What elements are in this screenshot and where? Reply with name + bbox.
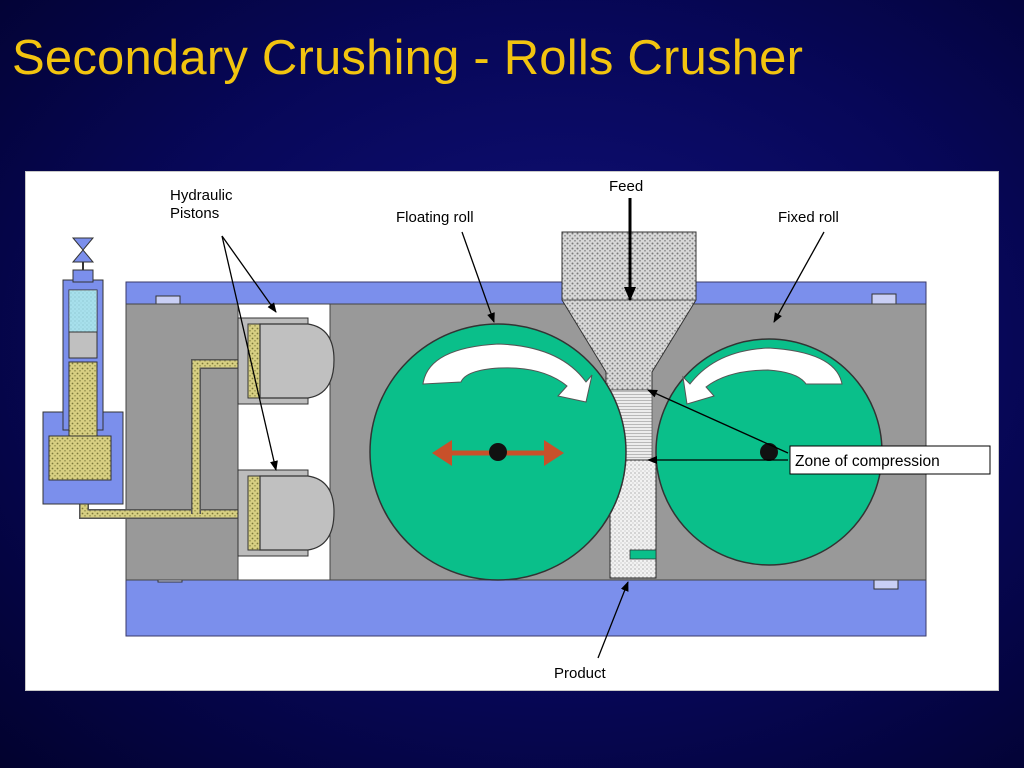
- valve-icon: [71, 237, 95, 263]
- label-pistons: Pistons: [170, 205, 219, 222]
- left-housing: [125, 303, 239, 581]
- label-zone-of-compression: Zone of compression: [795, 453, 940, 470]
- label-floating-roll: Floating roll: [396, 209, 474, 226]
- zone-label-box: [789, 445, 991, 475]
- rolls-crusher-diagram: Hydraulic Pistons Floating roll Feed Fix…: [25, 171, 999, 691]
- label-feed: Feed: [609, 178, 643, 195]
- floating-roll: [369, 323, 627, 581]
- slide-title: Secondary Crushing - Rolls Crusher: [12, 31, 804, 85]
- frame-bottom-bar: [125, 579, 927, 637]
- rotation-arrow-icon: [422, 343, 593, 403]
- frame-top-bar: [125, 281, 927, 305]
- label-hydraulic: Hydraulic: [170, 187, 233, 204]
- rotation-arrow-icon: [682, 347, 843, 405]
- hydraulic-accumulator: [42, 262, 124, 505]
- leader-lines: [221, 198, 825, 659]
- label-fixed-roll: Fixed roll: [778, 209, 839, 226]
- hydraulic-piston-lower: [237, 469, 335, 557]
- hydraulic-piston-upper: [237, 317, 335, 405]
- label-product: Product: [554, 665, 607, 682]
